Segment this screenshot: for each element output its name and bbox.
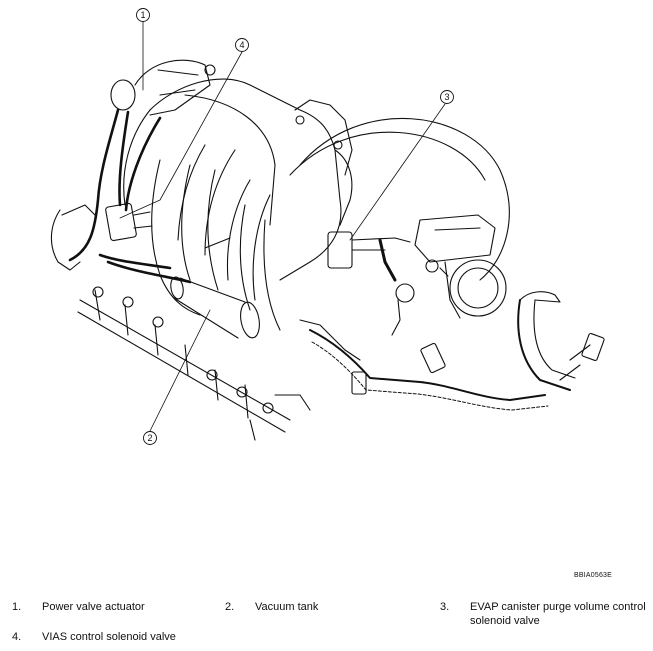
collector-outline bbox=[299, 117, 510, 281]
svg-text:3: 3 bbox=[444, 92, 449, 102]
return-pipe bbox=[517, 291, 605, 391]
power-valve-actuator bbox=[110, 59, 216, 116]
legend-label: Power valve actuator bbox=[42, 601, 145, 613]
svg-text:4: 4 bbox=[239, 40, 244, 50]
throttle-body bbox=[414, 214, 507, 319]
svg-text:2: 2 bbox=[147, 433, 152, 443]
legend-label: EVAP canister purge volume control solen… bbox=[470, 601, 646, 627]
legend-item-3: 3. EVAP canister purge volume control so… bbox=[440, 600, 650, 630]
legend-number: 1. bbox=[12, 601, 22, 613]
callout-4: 4 bbox=[235, 38, 249, 52]
callout-1: 1 bbox=[136, 8, 150, 22]
vias-solenoid bbox=[105, 202, 153, 242]
legend-label: VIAS control solenoid valve bbox=[42, 631, 176, 643]
evap-hose bbox=[299, 319, 549, 411]
legend-item-1: 1. Power valve actuator bbox=[12, 600, 212, 614]
engine-intake-diagram: 1 4 3 2 bbox=[50, 8, 605, 445]
legend-number: 2. bbox=[225, 601, 235, 613]
intake-manifold bbox=[123, 78, 342, 331]
legend-number: 4. bbox=[12, 631, 22, 643]
callout-3: 3 bbox=[440, 90, 454, 104]
legend-label: Vacuum tank bbox=[255, 601, 319, 613]
leader-lines bbox=[119, 21, 446, 432]
legend-number: 3. bbox=[440, 601, 450, 613]
figure-code: BBIA0563E bbox=[574, 572, 612, 579]
svg-text:1: 1 bbox=[140, 10, 145, 20]
legend-item-4: 4. VIAS control solenoid valve bbox=[12, 630, 212, 644]
callout-2: 2 bbox=[143, 431, 157, 445]
legend-item-2: 2. Vacuum tank bbox=[225, 600, 425, 614]
evap-purge-solenoid bbox=[327, 231, 415, 336]
